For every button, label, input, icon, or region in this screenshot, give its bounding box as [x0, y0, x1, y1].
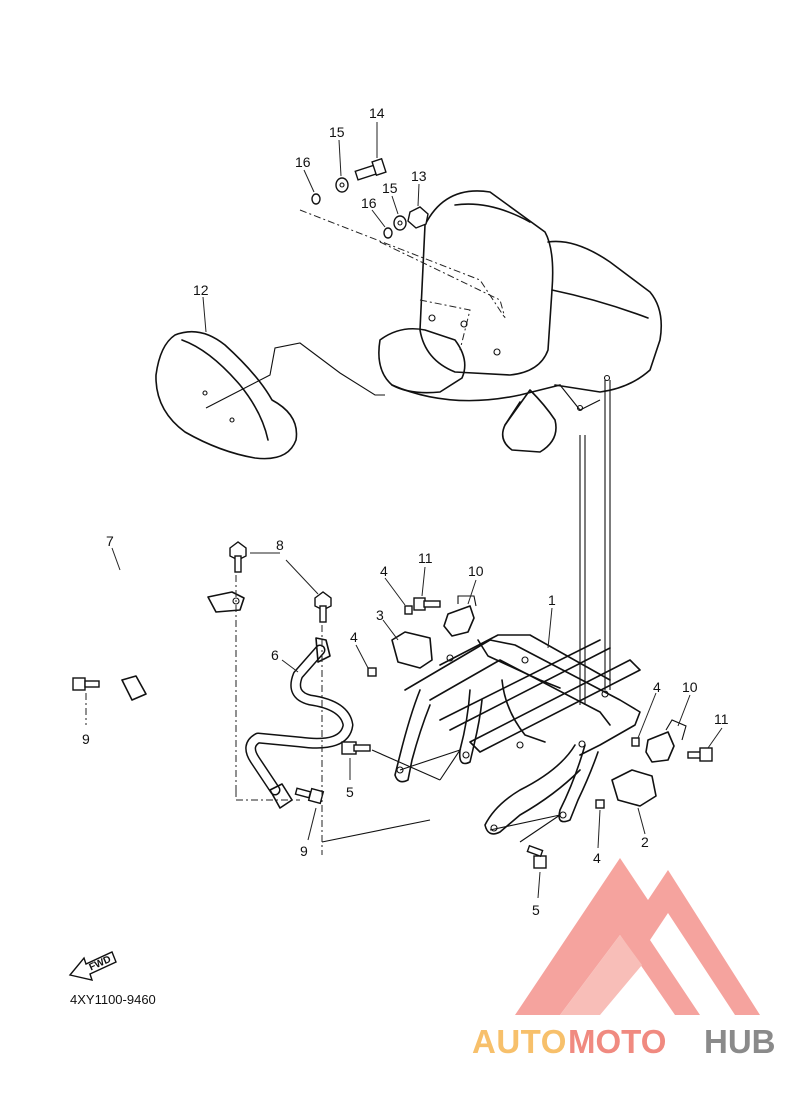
callout-10a: 10: [468, 563, 484, 579]
watermark-hub: HUB: [704, 1023, 776, 1060]
callout-4b: 4: [350, 629, 358, 645]
pad-12: [155, 296, 385, 460]
watermark-logo: [515, 858, 760, 1015]
rod-7: [97, 547, 245, 701]
screw-4b-icon: [367, 667, 377, 677]
callout-9a: 9: [82, 731, 90, 747]
washer-16a-icon: [311, 193, 321, 205]
bolt-5a-icon: [341, 741, 371, 755]
callout-5a: 5: [346, 784, 354, 800]
screw-4d-icon: [595, 799, 605, 809]
hardware-top: [303, 122, 429, 239]
fwd-arrow-icon: FWD: [68, 951, 117, 981]
callout-2: 2: [641, 834, 649, 850]
washer-15b-icon: [393, 215, 407, 231]
callout-4c: 4: [653, 679, 661, 695]
callout-4d: 4: [593, 850, 601, 866]
callout-11a: 11: [418, 550, 433, 566]
callout-6: 6: [271, 647, 279, 663]
screw-4c-icon: [631, 737, 640, 747]
brackets: [235, 566, 723, 899]
washer-16b-icon: [383, 227, 393, 239]
clip-10b-icon: [645, 731, 675, 763]
frame-1: [394, 380, 641, 835]
seat-backrest-assembly: [299, 190, 663, 453]
nut-13-icon: [407, 206, 429, 229]
callout-14: 14: [369, 105, 385, 121]
watermark-auto: AUTO: [472, 1023, 567, 1060]
callout-labels: 1 2 3 4 4 4 4 5 5 6 7 8 9 9 10 10 11 11 …: [82, 105, 729, 918]
callout-16b: 16: [361, 195, 377, 211]
bracket-3-icon: [391, 631, 433, 669]
bolt-14-icon: [354, 157, 387, 181]
fwd-label: FWD: [88, 954, 113, 973]
callout-12: 12: [193, 282, 209, 298]
callout-15b: 15: [382, 180, 398, 196]
callout-4a: 4: [380, 563, 388, 579]
callout-8: 8: [276, 537, 284, 553]
callout-3: 3: [376, 607, 384, 623]
diagram-code: 4XY1100-9460: [70, 992, 156, 1007]
washer-15a-icon: [335, 177, 349, 193]
bolt-8b-icon: [314, 591, 332, 623]
bolt-5b-icon: [526, 844, 547, 869]
bolt-8a-icon: [229, 541, 247, 573]
screw-4a-icon: [404, 605, 413, 615]
callout-16a: 16: [295, 154, 311, 170]
bolt-11a-icon: [413, 597, 441, 611]
clip-10a-icon: [443, 605, 475, 637]
bolt-11b-icon: [687, 747, 713, 762]
bracket-2-icon: [611, 769, 657, 807]
callout-15a: 15: [329, 124, 345, 140]
callout-5b: 5: [532, 902, 540, 918]
bolts-8-9: [72, 541, 332, 855]
callout-10b: 10: [682, 679, 698, 695]
rod-6: [245, 637, 354, 809]
callout-11b: 11: [714, 711, 729, 727]
callout-9b: 9: [300, 843, 308, 859]
callout-7: 7: [106, 533, 114, 549]
watermark-moto: MOTO: [568, 1023, 666, 1060]
watermark-text: AUTO MOTO HUB: [472, 1023, 776, 1060]
bolt-9a-icon: [72, 677, 100, 691]
callout-1: 1: [548, 592, 556, 608]
bolt-9b-icon: [294, 787, 325, 805]
callout-13: 13: [411, 168, 427, 184]
